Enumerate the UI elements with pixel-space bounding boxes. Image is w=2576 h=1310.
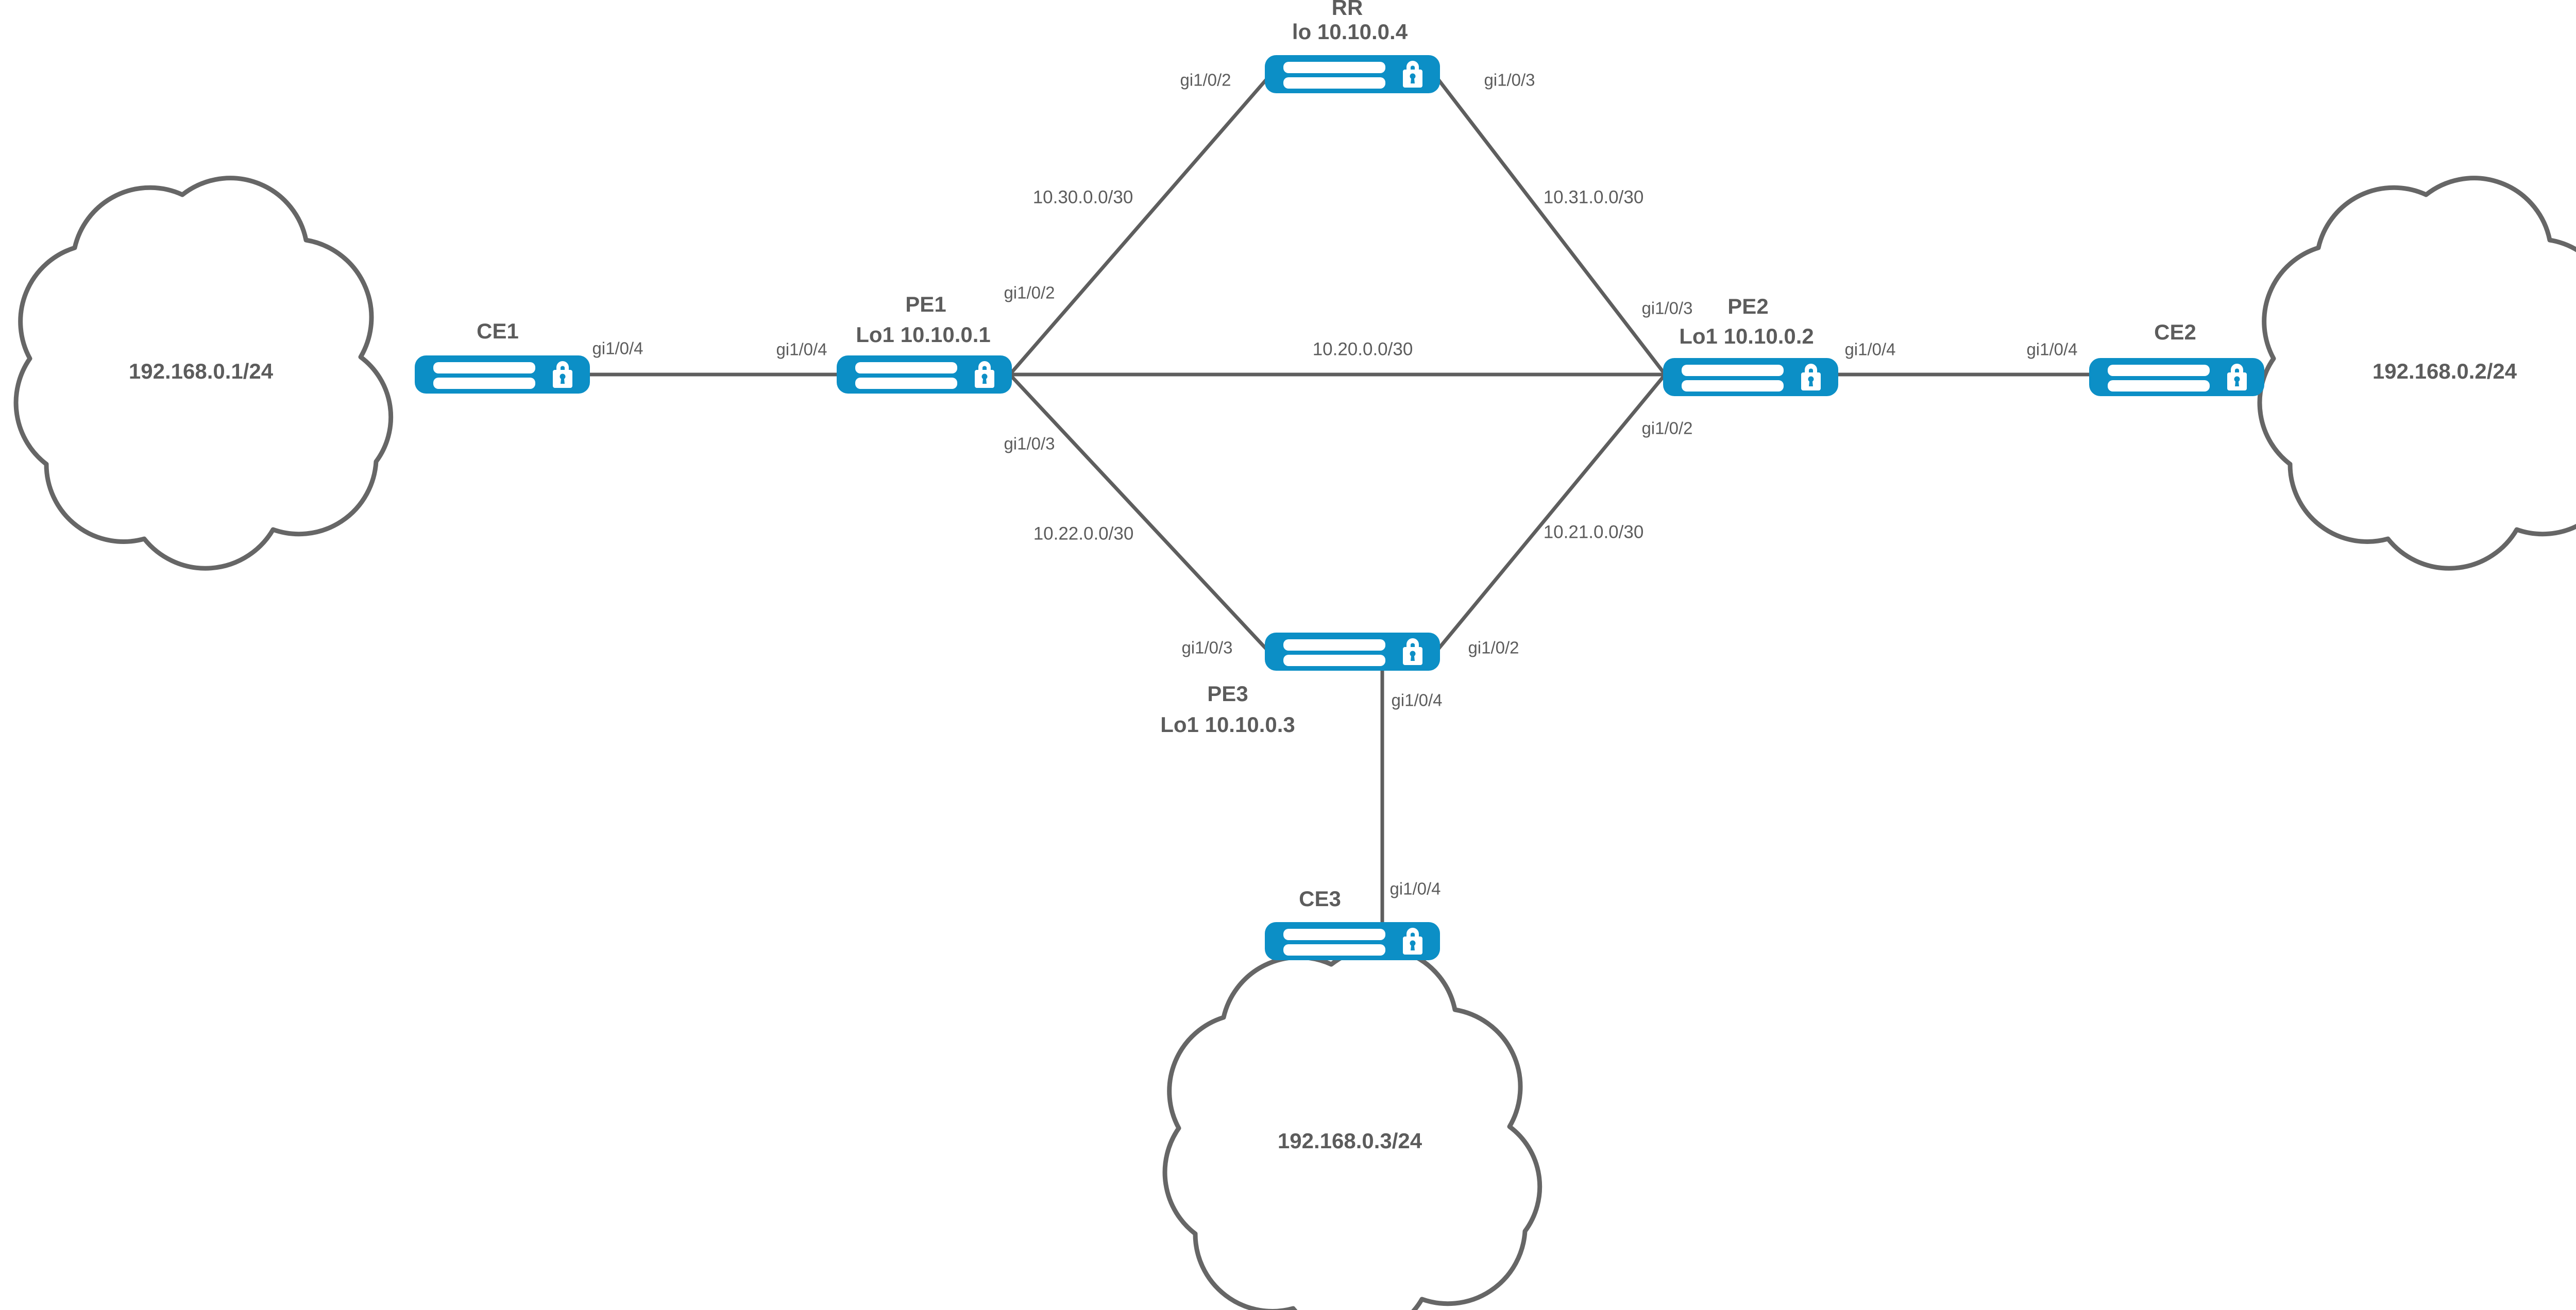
- router-lock-icon[interactable]: [415, 355, 590, 394]
- node-rr-loopback: lo 10.10.0.4: [1292, 20, 1408, 44]
- iface-label-pe1-gi1-0-3: gi1/0/3: [1004, 434, 1055, 453]
- subnet-label-layer: 10.30.0.0/30 10.31.0.0/30 10.20.0.0/30 1…: [1033, 187, 1644, 543]
- link-pe1-rr: [1008, 77, 1269, 376]
- iface-label-ce1-gi1-0-4: gi1/0/4: [592, 339, 643, 358]
- node-pe2-loopback: Lo1 10.10.0.2: [1679, 324, 1814, 348]
- cloud-left-label: 192.168.0.1/24: [129, 359, 274, 383]
- cloud-right: 192.168.0.2/24: [2260, 178, 2576, 568]
- node-pe2-label: PE2: [1727, 294, 1768, 318]
- link-pe3-pe2: [1436, 373, 1667, 652]
- router-lock-icon[interactable]: [1663, 358, 1838, 396]
- node-rr[interactable]: RR lo 10.10.0.4: [1265, 0, 1440, 93]
- router-lock-icon[interactable]: [837, 355, 1012, 394]
- iface-label-pe2-gi1-0-2: gi1/0/2: [1641, 419, 1692, 438]
- node-ce2-label: CE2: [2154, 320, 2196, 344]
- node-ce2[interactable]: CE2: [2089, 320, 2264, 396]
- link-pe1-pe3: [1008, 373, 1269, 652]
- interface-label-layer: gi1/0/4 gi1/0/4 gi1/0/2 gi1/0/3 gi1/0/2 …: [592, 71, 2077, 898]
- node-pe3[interactable]: PE3 Lo1 10.10.0.3: [1160, 633, 1440, 737]
- cloud-bottom-label: 192.168.0.3/24: [1278, 1129, 1422, 1153]
- cloud-bottom: 192.168.0.3/24: [1165, 948, 1540, 1310]
- iface-label-rr-gi1-0-2: gi1/0/2: [1180, 71, 1231, 90]
- node-pe1[interactable]: PE1 Lo1 10.10.0.1: [837, 292, 1012, 394]
- iface-label-rr-gi1-0-3: gi1/0/3: [1484, 71, 1535, 90]
- router-lock-icon[interactable]: [1265, 922, 1440, 960]
- link-rr-pe2: [1436, 77, 1667, 376]
- iface-label-pe1-gi1-0-4: gi1/0/4: [776, 340, 827, 359]
- iface-label-ce3-gi1-0-4: gi1/0/4: [1389, 879, 1440, 898]
- subnet-label-rr-pe2: 10.31.0.0/30: [1544, 187, 1644, 207]
- iface-label-pe3-gi1-0-4: gi1/0/4: [1391, 691, 1442, 710]
- subnet-label-pe3-pe2: 10.21.0.0/30: [1544, 522, 1644, 542]
- subnet-label-pe1-pe2: 10.20.0.0/30: [1313, 339, 1413, 359]
- link-layer: [582, 77, 2089, 927]
- node-pe3-label: PE3: [1207, 682, 1248, 706]
- iface-label-pe2-gi1-0-4: gi1/0/4: [1844, 340, 1895, 359]
- node-rr-label: RR: [1332, 0, 1363, 20]
- node-pe2[interactable]: PE2 Lo1 10.10.0.2: [1663, 294, 1838, 396]
- node-ce1-label: CE1: [477, 319, 519, 343]
- router-lock-icon[interactable]: [1265, 55, 1440, 93]
- iface-label-pe3-gi1-0-3: gi1/0/3: [1181, 638, 1232, 657]
- iface-label-pe3-gi1-0-2: gi1/0/2: [1468, 638, 1519, 657]
- cloud-left: 192.168.0.1/24: [16, 178, 391, 568]
- router-lock-icon[interactable]: [1265, 633, 1440, 671]
- iface-label-ce2-gi1-0-4: gi1/0/4: [2026, 340, 2077, 359]
- subnet-label-pe1-rr: 10.30.0.0/30: [1033, 187, 1133, 207]
- iface-label-pe2-gi1-0-3: gi1/0/3: [1641, 299, 1692, 318]
- node-ce3-label: CE3: [1299, 887, 1341, 911]
- cloud-right-label: 192.168.0.2/24: [2372, 359, 2517, 383]
- subnet-label-pe1-pe3: 10.22.0.0/30: [1033, 523, 1134, 543]
- node-ce1[interactable]: CE1: [415, 319, 590, 394]
- router-lock-icon[interactable]: [2089, 358, 2264, 396]
- node-pe3-loopback: Lo1 10.10.0.3: [1160, 712, 1295, 737]
- iface-label-pe1-gi1-0-2: gi1/0/2: [1004, 283, 1055, 302]
- node-ce3[interactable]: CE3: [1265, 887, 1440, 960]
- node-pe1-loopback: Lo1 10.10.0.1: [856, 322, 991, 347]
- node-pe1-label: PE1: [905, 292, 946, 316]
